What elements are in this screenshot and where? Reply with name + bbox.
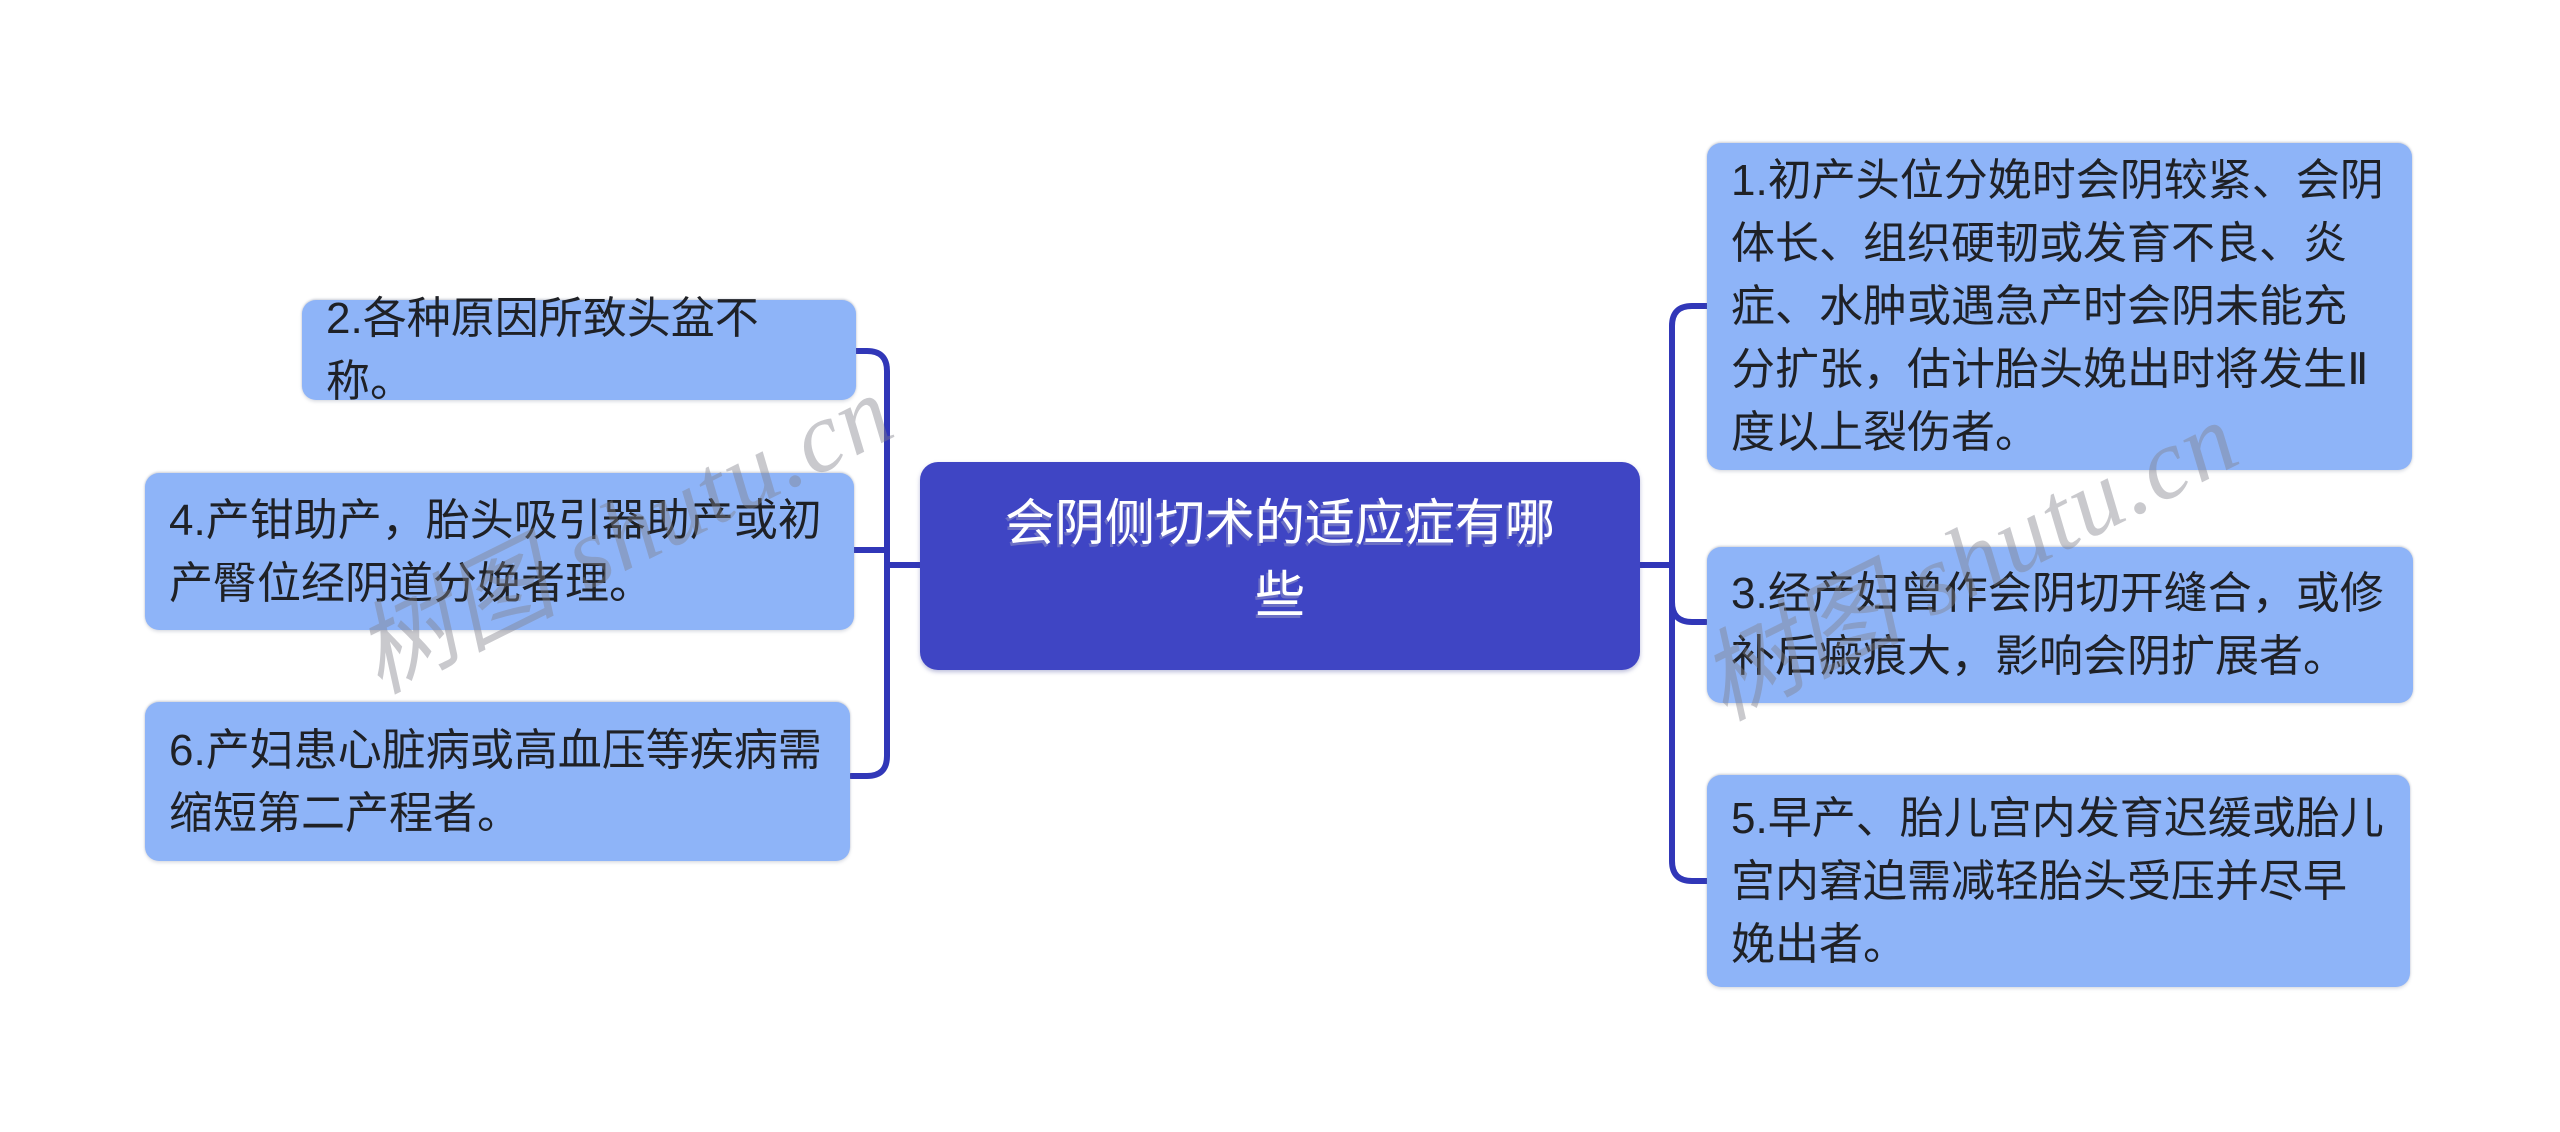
central-topic-node[interactable]: 会阴侧切术的适应症有哪些 <box>920 462 1640 670</box>
branch-node-2[interactable]: 2.各种原因所致头盆不称。 <box>302 294 856 406</box>
branch-node-1[interactable]: 1.初产头位分娩时会阴较紧、会阴体长、组织硬韧或发育不良、炎症、水肿或遇急产时会… <box>1707 143 2412 470</box>
connector-right-box3-branch <box>1669 599 1709 625</box>
branch-node-3[interactable]: 3.经产妇曾作会阴切开缝合，或修补后瘢痕大，影响会阴扩展者。 <box>1707 547 2413 703</box>
branch-node-4[interactable]: 4.产钳助产，胎头吸引器助产或初产臀位经阴道分娩者理。 <box>145 473 854 630</box>
connector-left-spine <box>848 348 890 779</box>
connector-right-spine <box>1669 303 1711 884</box>
branch-node-6[interactable]: 6.产妇患心脏病或高血压等疾病需缩短第二产程者。 <box>145 702 850 861</box>
branch-node-5[interactable]: 5.早产、胎儿宫内发育迟缓或胎儿宫内窘迫需减轻胎头受压并尽早娩出者。 <box>1707 775 2410 987</box>
